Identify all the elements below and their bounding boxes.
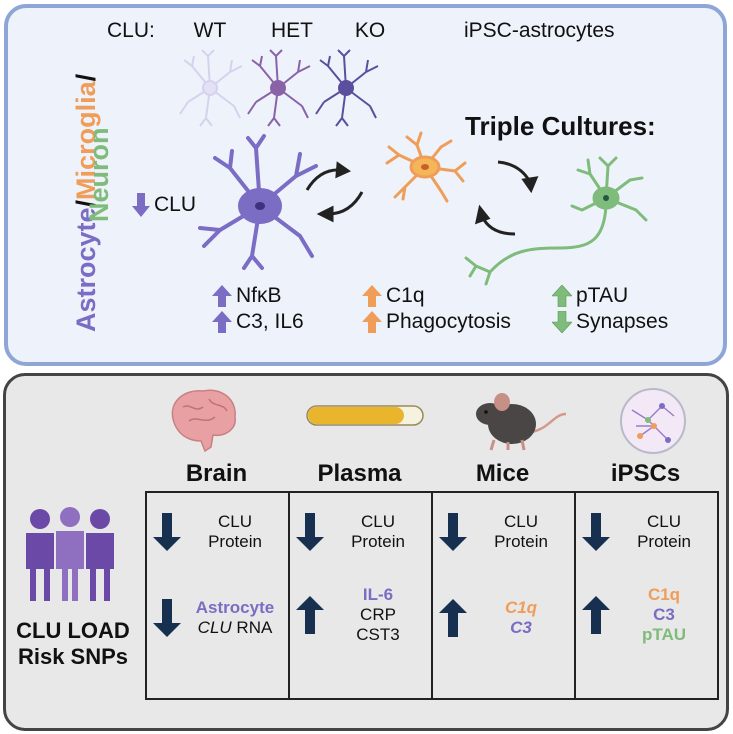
microglia-effect: C1q bbox=[362, 284, 511, 308]
arrow-up-icon bbox=[362, 285, 382, 307]
effect-label: C1q bbox=[386, 284, 425, 307]
genotype-astrocytes bbox=[179, 49, 379, 127]
genotype-wt: WT bbox=[193, 19, 227, 42]
cell-text-line: Protein bbox=[494, 532, 548, 551]
risk-label-line: CLU LOAD bbox=[16, 618, 130, 643]
arrow-up-icon bbox=[296, 596, 324, 634]
arrow-up-icon bbox=[212, 285, 232, 307]
genotype-ko: KO bbox=[354, 19, 386, 42]
cell-text-line: CLU bbox=[360, 512, 395, 531]
effect-label: C3, IL6 bbox=[236, 310, 304, 333]
people-group-icon bbox=[26, 507, 114, 601]
cell-text-line: CRP bbox=[360, 605, 396, 624]
blood-tube-icon bbox=[306, 405, 424, 426]
cell-type-label: iPSC-astrocytes bbox=[464, 19, 615, 42]
table-cell-brain bbox=[145, 491, 290, 700]
genotype-prefix: CLU: bbox=[107, 19, 155, 42]
cell-text-line: Protein bbox=[208, 532, 262, 551]
mouse-icon bbox=[476, 393, 567, 451]
arrow-up-icon bbox=[439, 599, 467, 637]
cell-text-line: IL-6 bbox=[362, 585, 394, 604]
microglia-effects: C1q Phagocytosis bbox=[362, 284, 511, 334]
column-title-brain: Brain bbox=[185, 460, 248, 487]
brain-icon bbox=[171, 389, 236, 453]
arrow-down-icon bbox=[296, 513, 324, 551]
genotype-het: HET bbox=[271, 19, 313, 42]
arrow-down-icon bbox=[132, 193, 150, 217]
cell-text-line: CLU bbox=[217, 512, 252, 531]
astrocyte-icon bbox=[198, 134, 318, 270]
cell-text-line: C3 bbox=[653, 605, 675, 624]
effect-label: NfκB bbox=[236, 284, 282, 307]
neuron-effects: pTAU Synapses bbox=[552, 284, 668, 334]
side-label-astrocyte: Astrocyte bbox=[71, 207, 101, 332]
column-title-mice: Mice bbox=[475, 460, 530, 487]
arrow-down-icon bbox=[582, 513, 610, 551]
neuron-effect: pTAU bbox=[552, 284, 668, 308]
astrocyte-effect: NfκB bbox=[212, 284, 304, 308]
astrocyte-het-icon bbox=[247, 49, 311, 127]
column-title-ipscs: iPSCs bbox=[610, 460, 681, 487]
triple-cultures-title: Triple Cultures: bbox=[465, 111, 656, 141]
effect-label: pTAU bbox=[576, 284, 629, 307]
neuron-icon bbox=[464, 156, 648, 286]
arrow-down-icon bbox=[552, 311, 572, 333]
triple-culture-illustration bbox=[198, 131, 648, 286]
astrocyte-effect: C3, IL6 bbox=[212, 310, 304, 334]
microglia-icon bbox=[385, 131, 467, 203]
cell-text-line: Protein bbox=[637, 532, 691, 551]
astrocyte-ko-icon bbox=[315, 49, 379, 127]
side-label-neuron: Neuron bbox=[84, 127, 114, 223]
side-label-slash: / bbox=[71, 73, 101, 82]
astrocyte-wt-icon bbox=[179, 49, 243, 127]
cell-text-line: CLU RNA bbox=[197, 618, 273, 637]
cell-text-line: Protein bbox=[351, 532, 405, 551]
arrow-up-icon bbox=[212, 311, 232, 333]
effect-label: Phagocytosis bbox=[386, 310, 511, 333]
astrocyte-effects: NfκB C3, IL6 bbox=[212, 284, 304, 334]
neuron-effect: Synapses bbox=[552, 310, 668, 334]
risk-snps-label: CLU LOAD Risk SNPs bbox=[8, 618, 138, 670]
astrocyte-clu-label: CLU bbox=[154, 193, 197, 216]
column-title-plasma: Plasma bbox=[317, 460, 402, 487]
arrow-up-icon bbox=[362, 311, 382, 333]
interaction-arrows-icon bbox=[305, 160, 539, 236]
arrow-up-icon bbox=[552, 285, 572, 307]
cell-text-line: CLU bbox=[503, 512, 538, 531]
cell-text-line: pTAU bbox=[641, 625, 687, 644]
cell-text-line: C1q bbox=[647, 585, 681, 604]
cell-text-line: CLU bbox=[646, 512, 681, 531]
petri-dish-icon bbox=[620, 388, 686, 454]
cell-text-line: C1q bbox=[504, 598, 538, 617]
cell-text-line: Astrocyte bbox=[195, 598, 275, 617]
arrow-down-icon bbox=[439, 513, 467, 551]
risk-label-line: Risk SNPs bbox=[17, 644, 129, 669]
cell-text-line: CST3 bbox=[356, 625, 400, 644]
arrow-up-icon bbox=[582, 596, 610, 634]
arrow-down-icon bbox=[153, 513, 181, 551]
cell-text-line: C3 bbox=[510, 618, 532, 637]
astrocyte-clu-change: CLU bbox=[132, 193, 196, 217]
arrow-down-icon bbox=[153, 599, 181, 637]
microglia-effect: Phagocytosis bbox=[362, 310, 511, 334]
effect-label: Synapses bbox=[576, 310, 669, 333]
